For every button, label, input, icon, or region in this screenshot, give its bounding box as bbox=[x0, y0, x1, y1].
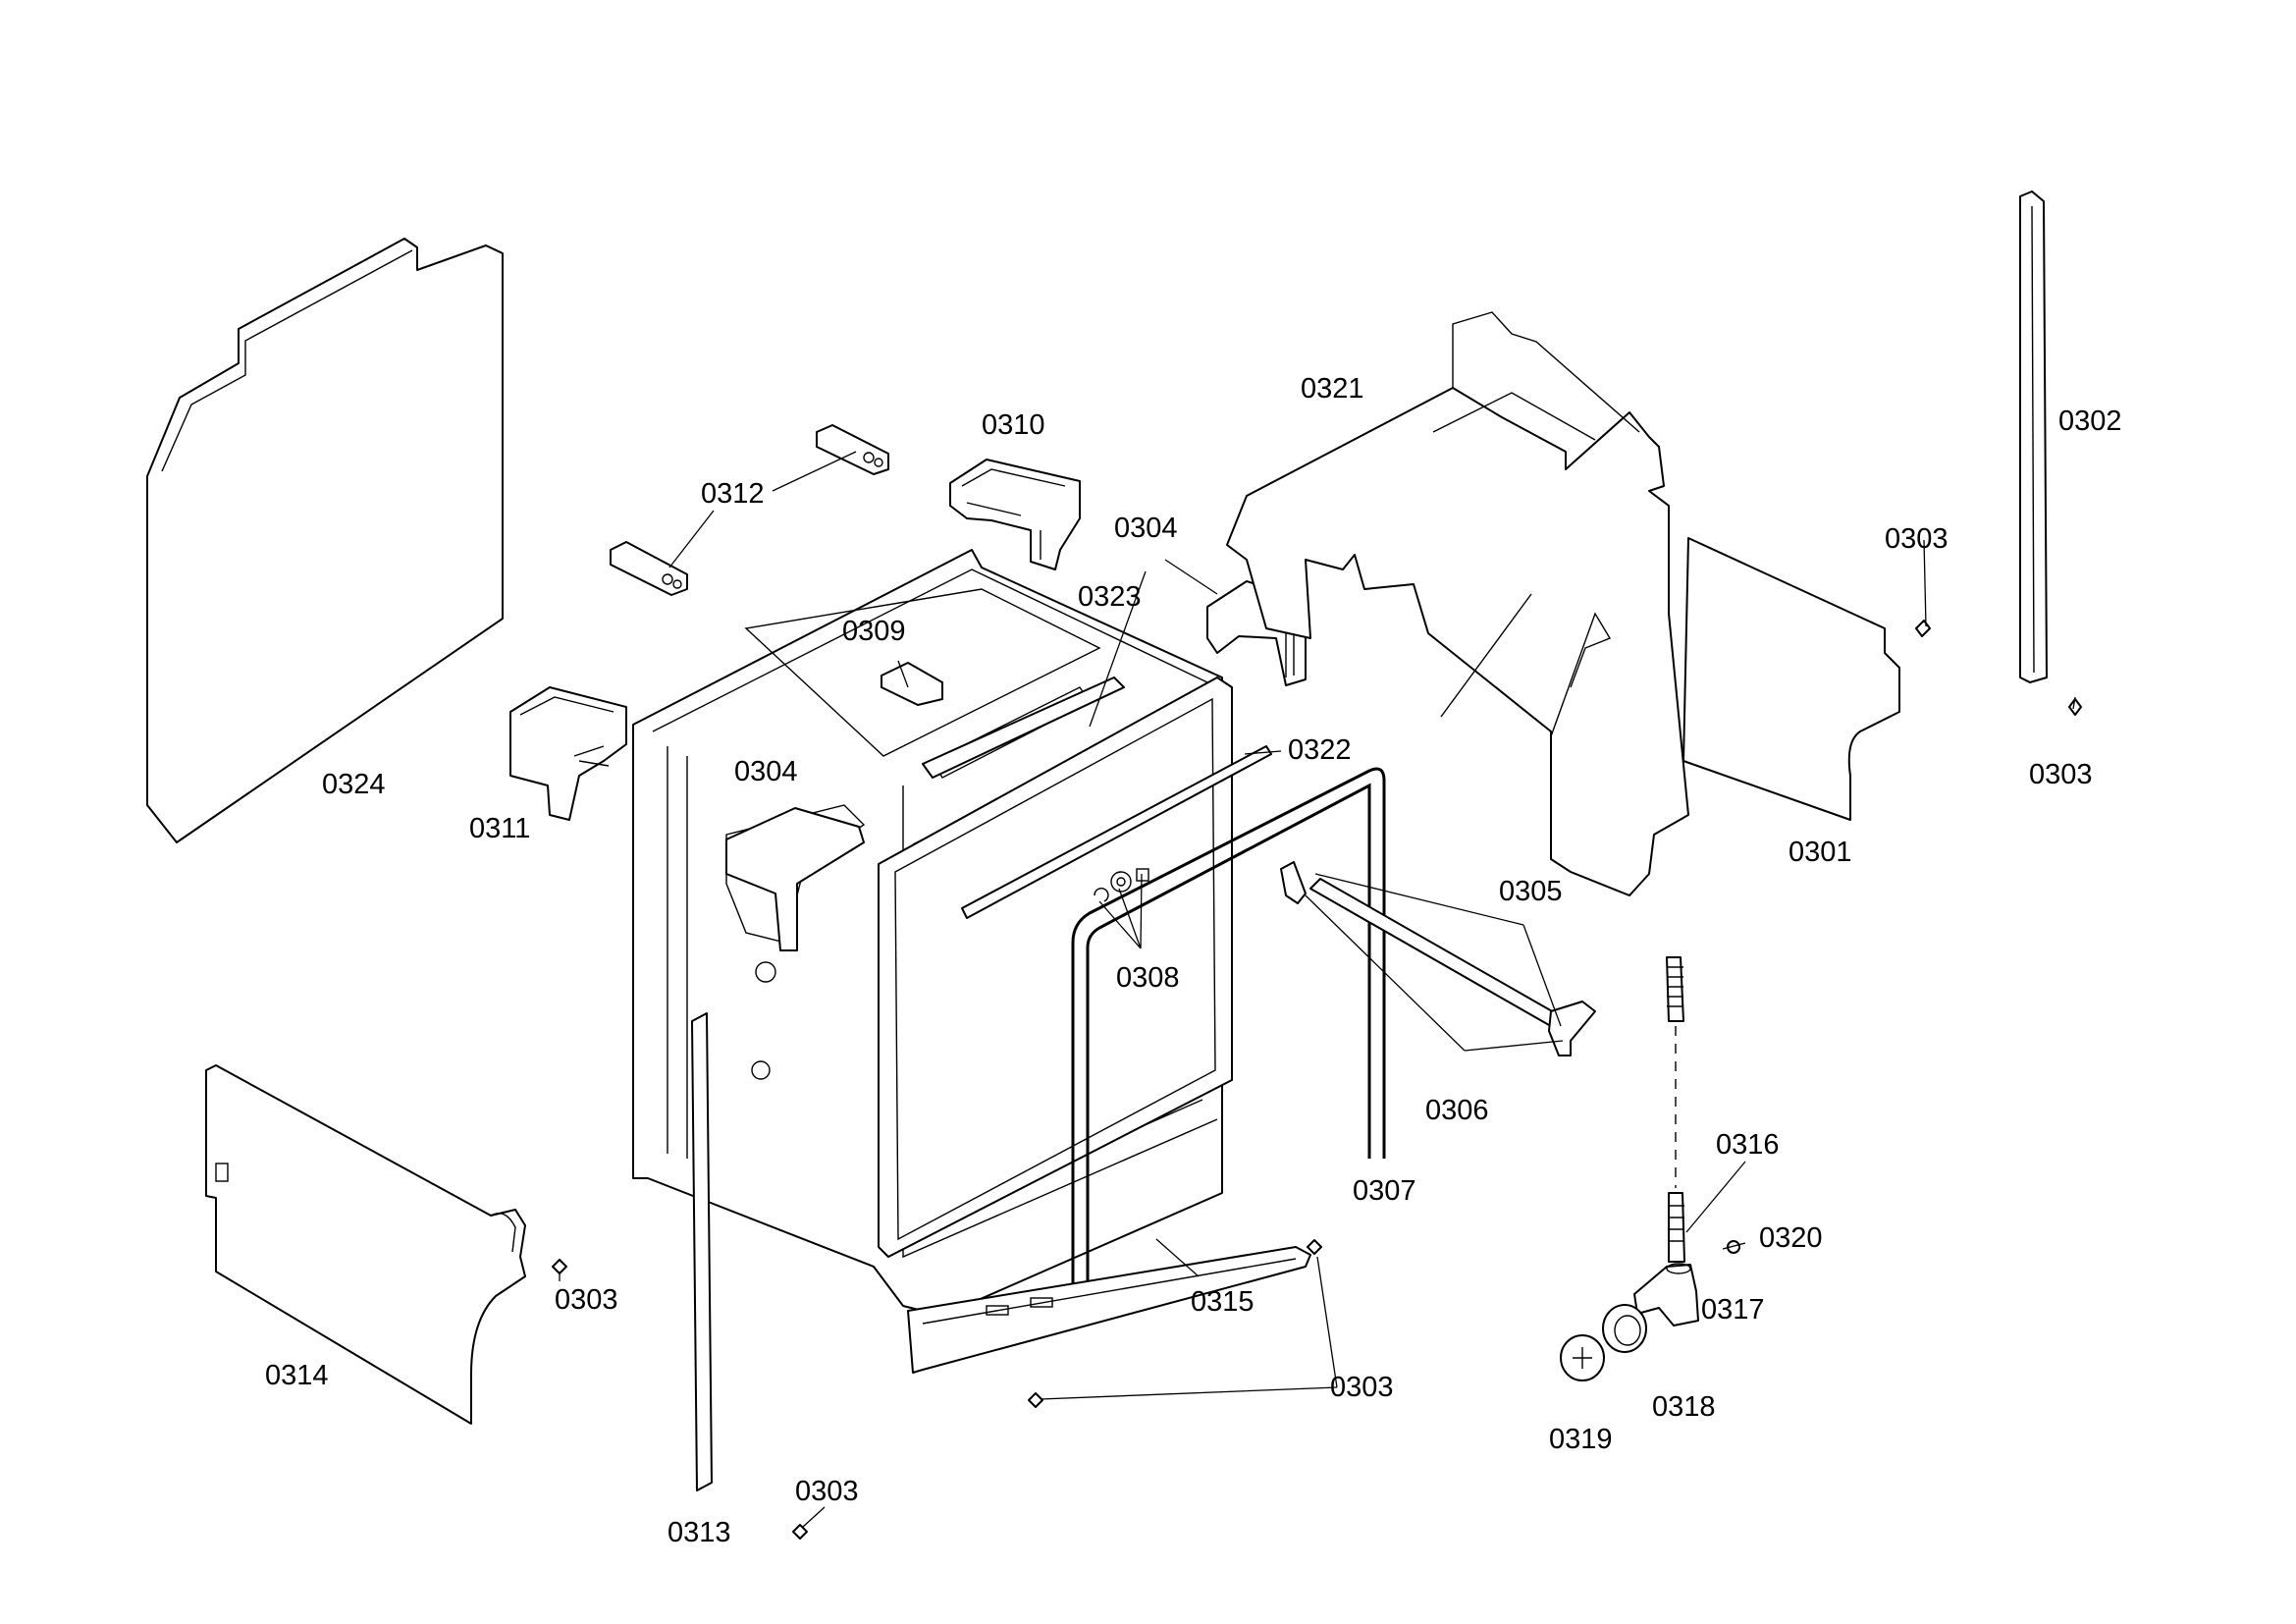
kick-panel-0314 bbox=[205, 1064, 526, 1425]
label-0324: 0324 bbox=[322, 769, 386, 800]
label-0317: 0317 bbox=[1701, 1294, 1765, 1326]
hinge-0311 bbox=[509, 686, 627, 821]
label-0312: 0312 bbox=[701, 478, 765, 510]
bracket-0312-upper bbox=[816, 424, 889, 475]
cap-0319 bbox=[1560, 1334, 1605, 1381]
label-0321: 0321 bbox=[1301, 373, 1364, 405]
rail-0305 bbox=[1280, 861, 1596, 1056]
bracket-0312-lower bbox=[610, 541, 688, 596]
label-0322: 0322 bbox=[1288, 734, 1352, 766]
label-0310: 0310 bbox=[982, 409, 1045, 441]
panel-0321 bbox=[1226, 311, 1689, 896]
panel-0324 bbox=[146, 238, 504, 843]
small-parts-0308 bbox=[1094, 868, 1149, 902]
screw-0320 bbox=[1722, 1240, 1746, 1254]
label-0309: 0309 bbox=[842, 616, 906, 647]
label-0318: 0318 bbox=[1652, 1391, 1716, 1423]
ring-0318 bbox=[1602, 1304, 1647, 1353]
label-0315: 0315 bbox=[1191, 1286, 1255, 1318]
profile-0302 bbox=[2019, 190, 2048, 683]
label-0303-d: 0303 bbox=[555, 1284, 618, 1316]
label-0304-right: 0304 bbox=[1114, 513, 1178, 544]
label-0323: 0323 bbox=[1078, 581, 1142, 613]
label-0313: 0313 bbox=[667, 1517, 731, 1548]
hinge-0310 bbox=[949, 459, 1081, 570]
label-0303-a: 0303 bbox=[1885, 523, 1949, 555]
label-0308: 0308 bbox=[1116, 962, 1180, 994]
label-0305: 0305 bbox=[1499, 876, 1563, 907]
label-0304-left: 0304 bbox=[734, 756, 798, 787]
label-0303-c: 0303 bbox=[1330, 1372, 1394, 1403]
label-0307: 0307 bbox=[1353, 1175, 1416, 1207]
clip-0309 bbox=[881, 662, 943, 706]
strip-0323 bbox=[922, 677, 1125, 779]
strip-0313 bbox=[691, 1012, 713, 1491]
label-0311: 0311 bbox=[469, 813, 530, 844]
connector-0317 bbox=[1633, 1263, 1699, 1326]
bottom-strip-0315 bbox=[907, 1246, 1311, 1374]
gasket-bar-0322 bbox=[961, 745, 1272, 919]
label-0316: 0316 bbox=[1716, 1129, 1780, 1161]
label-0306: 0306 bbox=[1425, 1095, 1489, 1126]
leader-lines bbox=[559, 451, 2076, 1528]
label-0319: 0319 bbox=[1549, 1424, 1613, 1455]
label-0314: 0314 bbox=[265, 1360, 329, 1391]
label-0301: 0301 bbox=[1789, 837, 1852, 868]
door-seal-0307 bbox=[1071, 767, 1386, 1316]
label-0320: 0320 bbox=[1759, 1222, 1823, 1254]
label-0303-b: 0303 bbox=[2029, 759, 2093, 790]
bracket-0304-left bbox=[725, 807, 865, 951]
part-labels: 0324 0312 0310 0311 0309 0323 0304 0304 … bbox=[265, 373, 2122, 1548]
drain-hose-0316 bbox=[1666, 956, 1685, 1263]
label-0302: 0302 bbox=[2058, 406, 2122, 437]
label-0303-e: 0303 bbox=[795, 1476, 859, 1507]
screws-0303 bbox=[552, 620, 2082, 1540]
panel-0301 bbox=[1682, 537, 1900, 821]
